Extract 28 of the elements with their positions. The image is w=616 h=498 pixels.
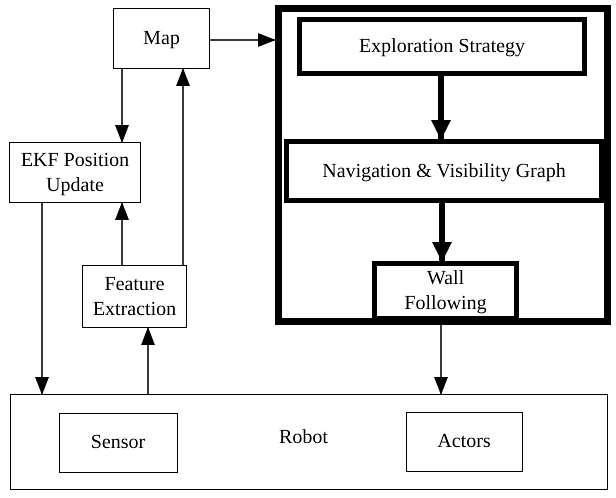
process-box [406,412,522,472]
arrow [115,69,129,143]
process-box [10,394,608,490]
arrow [35,203,49,395]
node-label: Sensor [90,430,146,455]
node-label: EKF Position Update [20,148,130,198]
process-box [297,17,587,76]
arrow [141,327,155,394]
node-label: Exploration Strategy [358,34,526,59]
process-box [372,261,519,321]
arrow [176,68,190,265]
process-box [284,139,604,203]
arrow [432,203,452,262]
group-box [275,5,611,325]
node-label: Navigation & Visibility Graph [322,158,566,184]
arrow [210,33,276,47]
arrow [434,325,448,395]
process-box [113,8,210,69]
node-label: Robot [279,425,328,450]
node-label: Wall Following [403,266,488,316]
process-box [9,142,141,203]
arrow [115,202,129,265]
process-box [82,265,187,328]
node-label: Feature Extraction [92,272,178,322]
node-label: Map [143,26,180,51]
arrow [431,76,451,140]
process-box [58,412,178,472]
node-label: Actors [437,429,491,454]
